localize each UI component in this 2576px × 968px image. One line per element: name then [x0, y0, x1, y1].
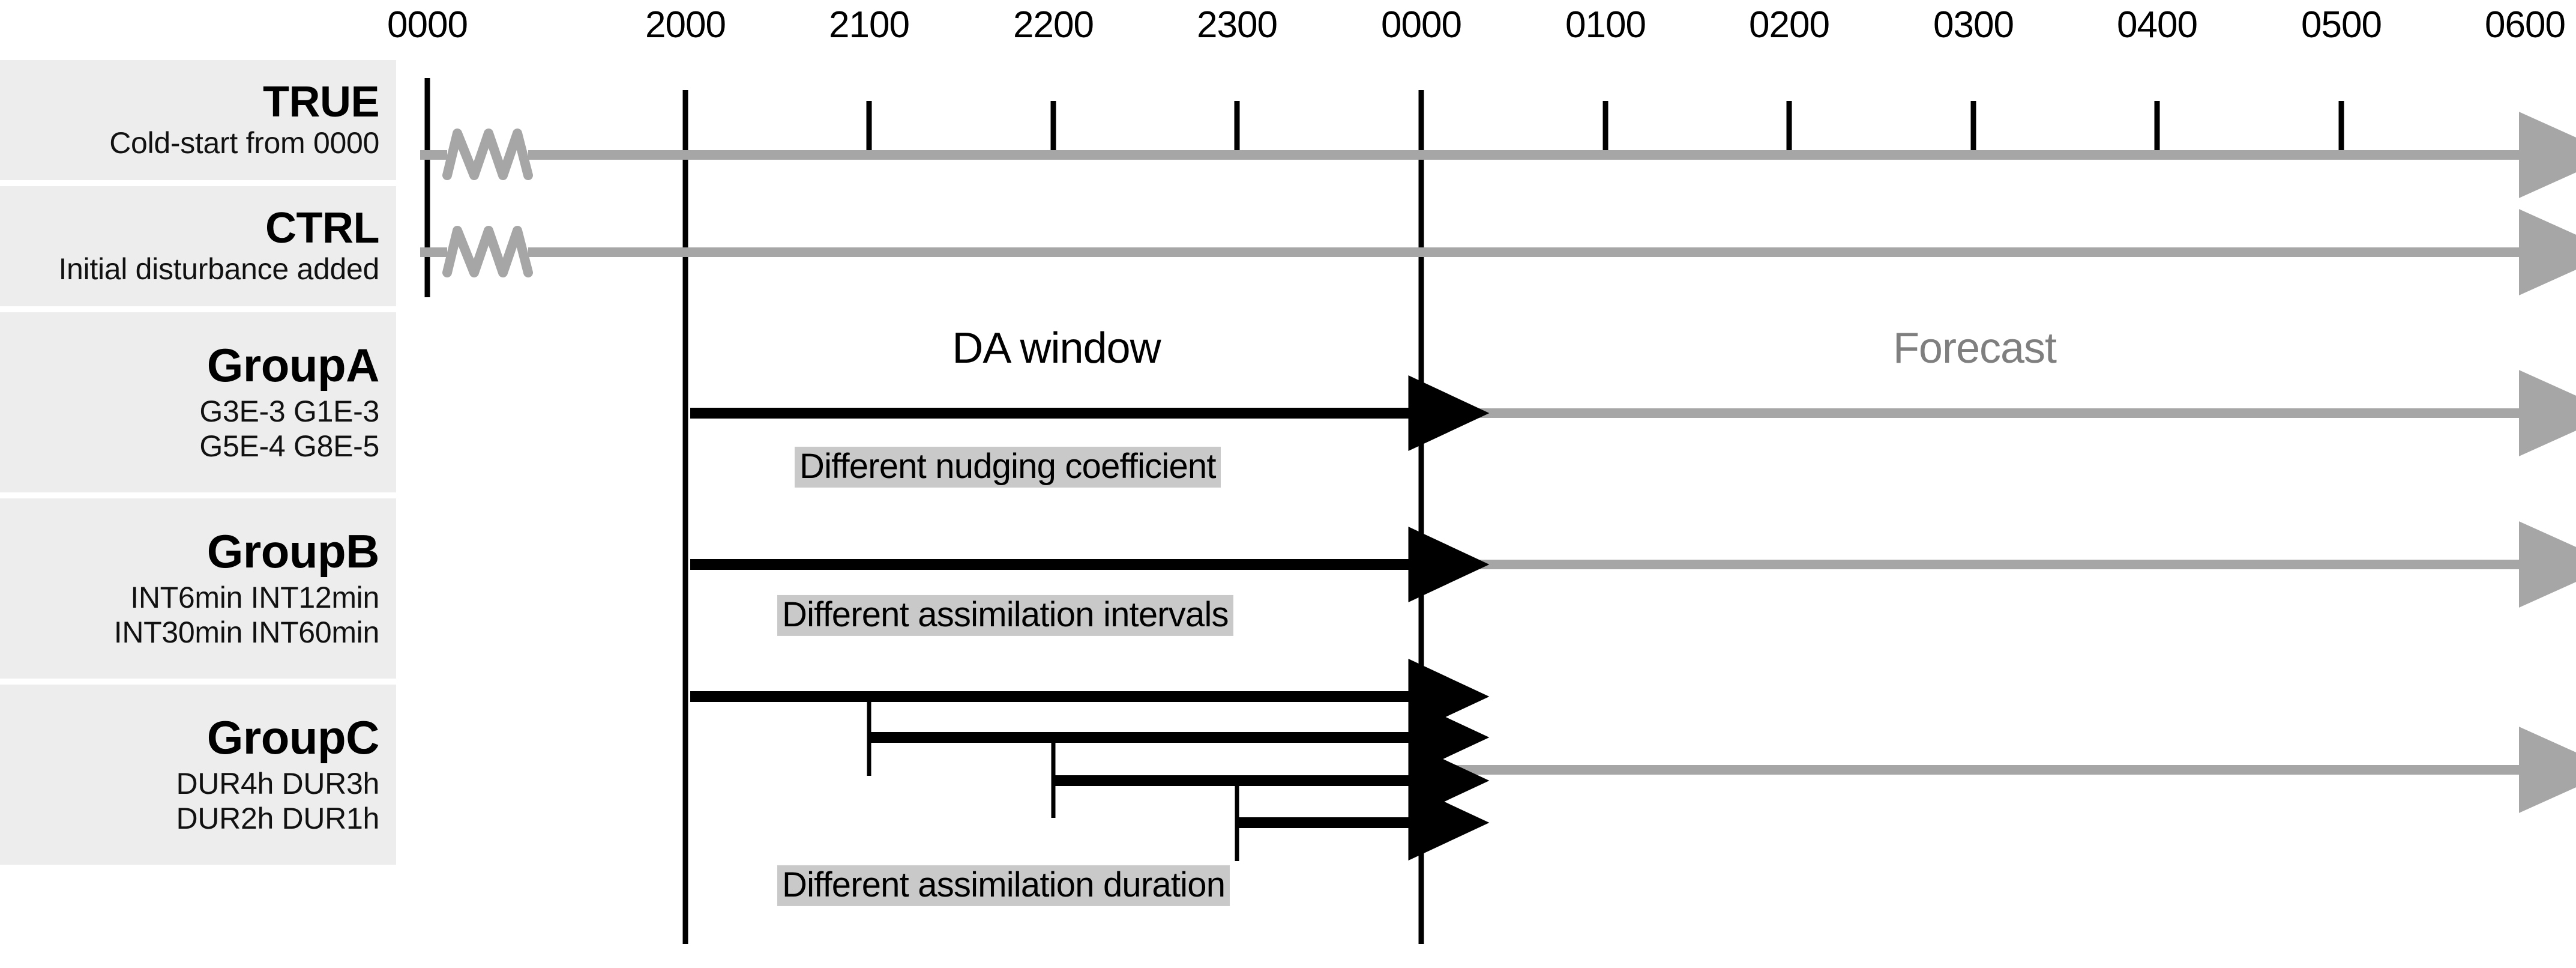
axis-tick-label-0500: 0500 [2301, 4, 2382, 46]
track-groupc [690, 659, 2576, 861]
axis-tick-label-0100: 0100 [1565, 4, 1646, 46]
annotation-groupb: Different assimilation intervals [777, 594, 1233, 637]
spinup-zigzag-icon-true [442, 129, 533, 180]
axis-tick-label-0400: 0400 [2117, 4, 2198, 46]
row-subtitle-groupb-1: INT30min INT60min [113, 615, 380, 649]
axis-tick-label-2300: 2300 [1197, 4, 1278, 46]
phase-label-forecast: Forecast [1892, 324, 2057, 372]
row-subtitle-groupa-1: G5E-4 G8E-5 [199, 429, 379, 463]
axis-tick-label-2100: 2100 [829, 4, 910, 46]
row-label-groupa: GroupA G3E-3 G1E-3 G5E-4 G8E-5 [0, 312, 396, 492]
row-subtitle-true-0: Cold-start from 0000 [109, 126, 379, 160]
row-title-true: TRUE [263, 77, 380, 126]
row-subtitle-groupb-0: INT6min INT12min [130, 580, 379, 614]
row-label-true: TRUE Cold-start from 0000 [0, 60, 396, 180]
axis-tick-label-2200: 2200 [1013, 4, 1094, 46]
row-label-groupc: GroupC DUR4h DUR3h DUR2h DUR1h [0, 685, 396, 865]
row-title-groupc: GroupC [206, 711, 380, 764]
axis-tick-marks [866, 101, 2344, 155]
row-title-groupa: GroupA [206, 339, 380, 392]
row-subtitle-groupc-0: DUR4h DUR3h [176, 766, 380, 800]
phase-label-da-window: DA window [952, 324, 1161, 372]
row-subtitle-groupa-0: G3E-3 G1E-3 [199, 394, 379, 428]
track-true [420, 112, 2576, 198]
row-title-ctrl: CTRL [265, 204, 379, 252]
row-subtitle-ctrl-0: Initial disturbance added [58, 252, 379, 286]
axis-tick-label-2000: 2000 [645, 4, 726, 46]
axis-tick-label-0000-b: 0000 [1381, 4, 1462, 46]
spinup-zigzag-icon-ctrl [442, 226, 533, 277]
annotation-groupa: Different nudging coefficient [795, 446, 1221, 488]
axis-tick-label-0200: 0200 [1749, 4, 1830, 46]
track-ctrl [420, 209, 2576, 295]
row-title-groupb: GroupB [206, 525, 380, 578]
annotation-groupc: Different assimilation duration [777, 865, 1230, 907]
axis-tick-label-0300: 0300 [1933, 4, 2014, 46]
axis-tick-label-0000-a: 0000 [387, 4, 468, 46]
axis-tick-label-0600: 0600 [2485, 4, 2566, 46]
row-label-ctrl: CTRL Initial disturbance added [0, 186, 396, 306]
row-subtitle-groupc-1: DUR2h DUR1h [176, 801, 380, 835]
row-label-groupb: GroupB INT6min INT12min INT30min INT60mi… [0, 498, 396, 679]
